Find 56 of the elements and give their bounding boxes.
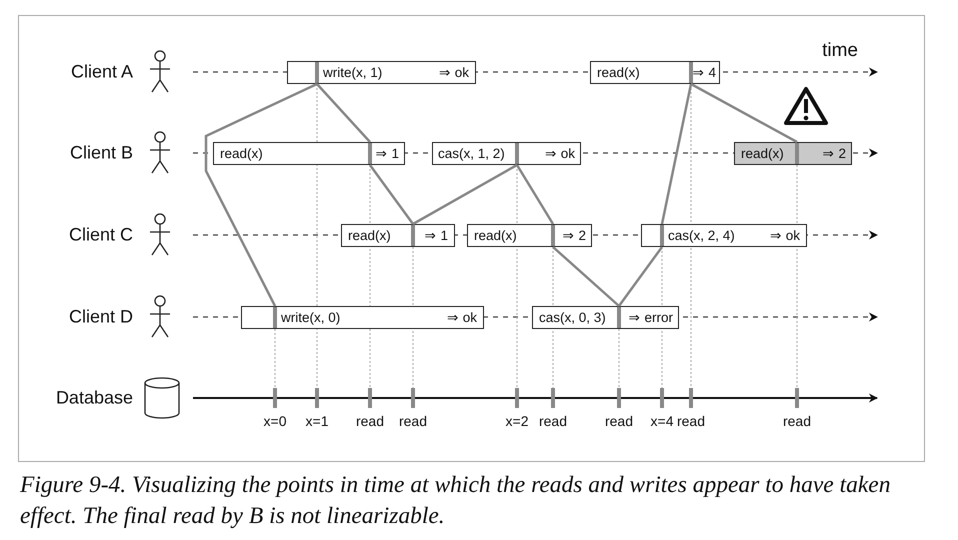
tick-label: read bbox=[356, 413, 384, 429]
linearization-line bbox=[412, 164, 518, 226]
operation-box bbox=[287, 61, 476, 84]
result-label: ⇒ 1 bbox=[376, 146, 399, 162]
client-label: Client C bbox=[68, 224, 133, 246]
result-label: ⇒ 4 bbox=[692, 64, 716, 80]
operation-box bbox=[590, 61, 720, 84]
result-label: ⇒ 2 bbox=[562, 228, 586, 244]
linearization-line bbox=[369, 164, 414, 225]
tick-label: read bbox=[676, 413, 706, 429]
operation-label: read(x) bbox=[348, 228, 391, 244]
operation-label: write(x, 0) bbox=[281, 310, 340, 326]
figure-caption: Figure 9-4. Visualizing the points in time at which the reads and writes appear to have taken effect. The final read by B is not linearizable. bbox=[20, 471, 892, 531]
result-label: ⇒ error bbox=[628, 310, 673, 326]
tick-label: x=2 bbox=[506, 413, 528, 429]
tick-label: read bbox=[782, 413, 812, 429]
tick-label: x=4 bbox=[650, 413, 674, 429]
operation-box bbox=[641, 224, 807, 247]
operation-label: read(x) bbox=[741, 146, 784, 162]
result-label: ⇒ ok bbox=[438, 64, 469, 80]
operation-box bbox=[341, 224, 455, 247]
operation-label: cas(x, 2, 4) bbox=[668, 228, 735, 244]
operation-box bbox=[432, 142, 581, 165]
operation-label: cas(x, 1, 2) bbox=[438, 146, 505, 162]
linearization-line bbox=[516, 164, 554, 225]
tick-label: read bbox=[604, 413, 634, 429]
axis-title: time bbox=[822, 40, 858, 62]
tick-label: x=0 bbox=[264, 413, 286, 429]
operation-label: read(x) bbox=[220, 146, 263, 162]
client-label: Client D bbox=[68, 306, 133, 328]
linearization-line bbox=[204, 82, 318, 307]
operation-label: read(x) bbox=[474, 228, 517, 244]
result-label: ⇒ ok bbox=[770, 228, 800, 244]
client-label: Client A bbox=[70, 62, 133, 82]
operation-box bbox=[532, 306, 679, 329]
linearization-line bbox=[618, 246, 663, 307]
operation-label: read(x) bbox=[597, 64, 640, 80]
linearization-line bbox=[690, 82, 798, 144]
result-label: ⇒ ok bbox=[446, 310, 477, 326]
tick-label: x=1 bbox=[306, 413, 328, 429]
result-label: ⇒ ok bbox=[544, 146, 575, 162]
operation-label: cas(x, 0, 3) bbox=[539, 310, 606, 326]
database-label: Database bbox=[56, 388, 133, 408]
linearization-line bbox=[552, 246, 620, 307]
tick-label: read bbox=[538, 413, 568, 429]
linearization-line bbox=[316, 83, 371, 143]
result-label: ⇒ 2 bbox=[822, 146, 846, 162]
operation-box bbox=[213, 142, 405, 165]
operation-box bbox=[734, 142, 852, 165]
operation-box bbox=[467, 224, 592, 247]
operation-label: write(x, 1) bbox=[323, 64, 382, 80]
client-label: Client B bbox=[70, 142, 133, 164]
tick-label: read bbox=[398, 413, 428, 429]
linearization-line bbox=[660, 84, 692, 224]
operation-box bbox=[241, 306, 484, 329]
result-label: ⇒ 1 bbox=[424, 228, 448, 244]
